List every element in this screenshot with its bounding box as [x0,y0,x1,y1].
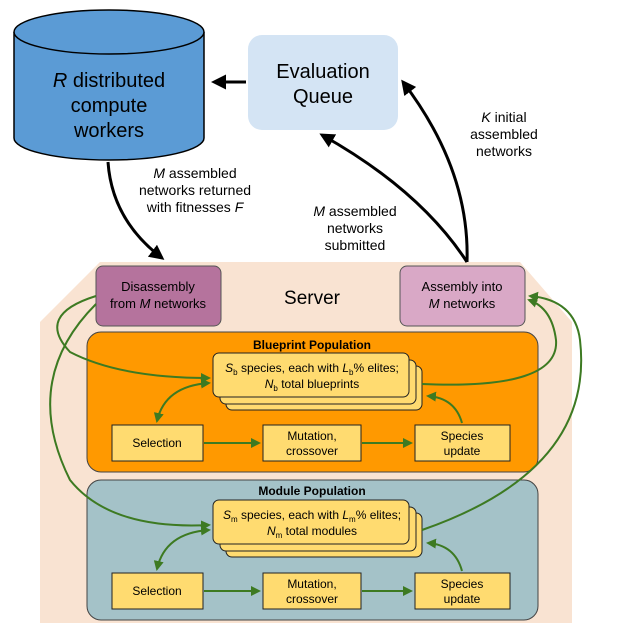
arrow-mod-update-species [426,538,463,572]
svg-text:Queue: Queue [293,86,353,108]
edge-label-returned: M assembled networks returned with fitne… [139,165,251,215]
arrow-disassembly-to-blueprints [56,295,211,383]
svg-text:Selection: Selection [132,436,181,450]
svg-text:Nm total modules: Nm total modules [267,524,357,540]
workers-line3: workers [73,120,144,142]
svg-text:M assembled: M assembled [313,203,396,219]
arrow-initial-to-queue [401,79,469,263]
svg-text:Species: Species [441,577,484,591]
assembly-box: Assembly into M networks [399,265,526,327]
svg-text:Sb species, each with Lb% elit: Sb species, each with Lb% elites; [225,361,399,377]
svg-text:Blueprint Population: Blueprint Population [253,338,371,352]
arrow-bp-update-species [426,391,463,424]
svg-text:submitted: submitted [325,237,386,253]
svg-text:Nb total blueprints: Nb total blueprints [265,377,360,393]
evaluation-queue: Evaluation Queue [248,35,398,130]
disassembly-box: Disassembly from M networks [95,265,222,327]
arrow-bp-species-selection [153,378,211,423]
svg-text:update: update [444,592,481,606]
blueprint-mutation-box: Mutation, crossover [262,424,362,462]
blueprint-population: Blueprint Population Sb species, each wi… [86,331,539,473]
module-selection-box: Selection [111,572,204,610]
arrow-disassembly-to-modules [49,303,211,531]
svg-text:crossover: crossover [286,592,338,606]
arrow-modules-to-assembly [421,291,583,531]
svg-text:crossover: crossover [286,444,338,458]
svg-text:Assembly into: Assembly into [422,279,503,294]
module-population: Module Population Sm species, each with … [86,479,539,621]
arrow-mod-species-selection [153,525,211,571]
svg-text:Evaluation: Evaluation [276,61,369,83]
svg-text:M assembled: M assembled [153,165,236,181]
workers-line2: compute [71,95,148,117]
svg-text:Module Population: Module Population [258,484,365,498]
svg-text:M networks: M networks [429,296,496,311]
arrow-blueprints-to-assembly [421,297,558,386]
svg-text:K initial: K initial [481,109,526,125]
blueprint-species-stack: Sb species, each with Lb% elites; Nb tot… [212,352,423,411]
svg-text:Selection: Selection [132,584,181,598]
arrow-workers-to-disassembly [106,161,165,260]
arrow-submitted-to-queue [319,133,469,263]
edge-label-initial: K initial assembled networks [470,109,538,159]
svg-text:assembled: assembled [470,126,538,142]
svg-text:networks: networks [327,220,383,236]
module-species-stack: Sm species, each with Lm% elites; Nm tot… [212,499,423,558]
svg-text:Sm species, each with Lm% elit: Sm species, each with Lm% elites; [223,508,401,524]
svg-text:Mutation,: Mutation, [287,577,336,591]
svg-text:networks returned: networks returned [139,182,251,198]
module-mutation-box: Mutation, crossover [262,572,362,610]
server-label: Server [284,288,341,309]
svg-text:Mutation,: Mutation, [287,429,336,443]
edge-label-submitted: M assembled networks submitted [313,203,396,253]
svg-text:update: update [444,444,481,458]
blueprint-selection-box: Selection [111,424,204,462]
workers-line1: R distributed [53,70,165,92]
svg-text:Species: Species [441,429,484,443]
blueprint-update-box: Species update [414,424,511,462]
svg-text:with fitnesses F: with fitnesses F [146,199,245,215]
compute-workers-cylinder: R distributed compute workers [13,9,205,161]
svg-text:Disassembly: Disassembly [121,279,195,294]
module-update-box: Species update [414,572,511,610]
svg-text:networks: networks [476,143,532,159]
svg-text:from M networks: from M networks [110,296,207,311]
